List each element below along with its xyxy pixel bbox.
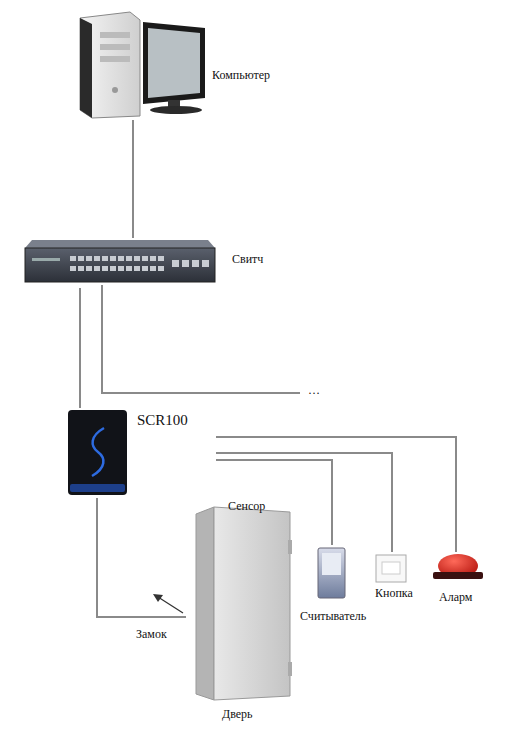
alarm-picture — [433, 554, 483, 579]
device-label: Кнопка — [375, 586, 413, 600]
device-label: Аларм — [439, 590, 472, 604]
reader-picture — [318, 548, 345, 598]
switch-picture — [25, 240, 215, 282]
wire-connector — [216, 453, 392, 552]
wire-connector — [79, 288, 81, 408]
device-label: Сенсор — [228, 499, 265, 513]
wire-connector — [132, 120, 134, 238]
device-node: SCR100 — [66, 408, 216, 498]
wire-connector — [216, 460, 332, 545]
device-node: Считыватель — [298, 545, 370, 629]
button-picture — [376, 555, 406, 582]
part-label: … — [308, 383, 320, 397]
device-node: Компьютер — [70, 8, 295, 120]
device-node: Кнопка — [372, 552, 430, 602]
device-node: Свитч — [22, 238, 284, 288]
device-label: Дверь — [222, 707, 253, 721]
device-label: SCR100 — [137, 411, 188, 429]
device-node: СенсорДверь — [186, 497, 296, 729]
device-label: Свитч — [232, 252, 263, 266]
wire-connector — [216, 437, 456, 552]
controller-picture — [68, 410, 127, 495]
door-picture — [196, 507, 292, 700]
device-label: Компьютер — [212, 68, 270, 82]
lock-leader — [153, 594, 183, 613]
wire-connector — [97, 498, 186, 617]
device-node: Аларм — [434, 552, 492, 606]
branch-wire — [102, 285, 300, 393]
computer-picture — [80, 12, 205, 118]
part-label: Замок — [136, 627, 167, 641]
device-label: Считыватель — [300, 609, 366, 623]
